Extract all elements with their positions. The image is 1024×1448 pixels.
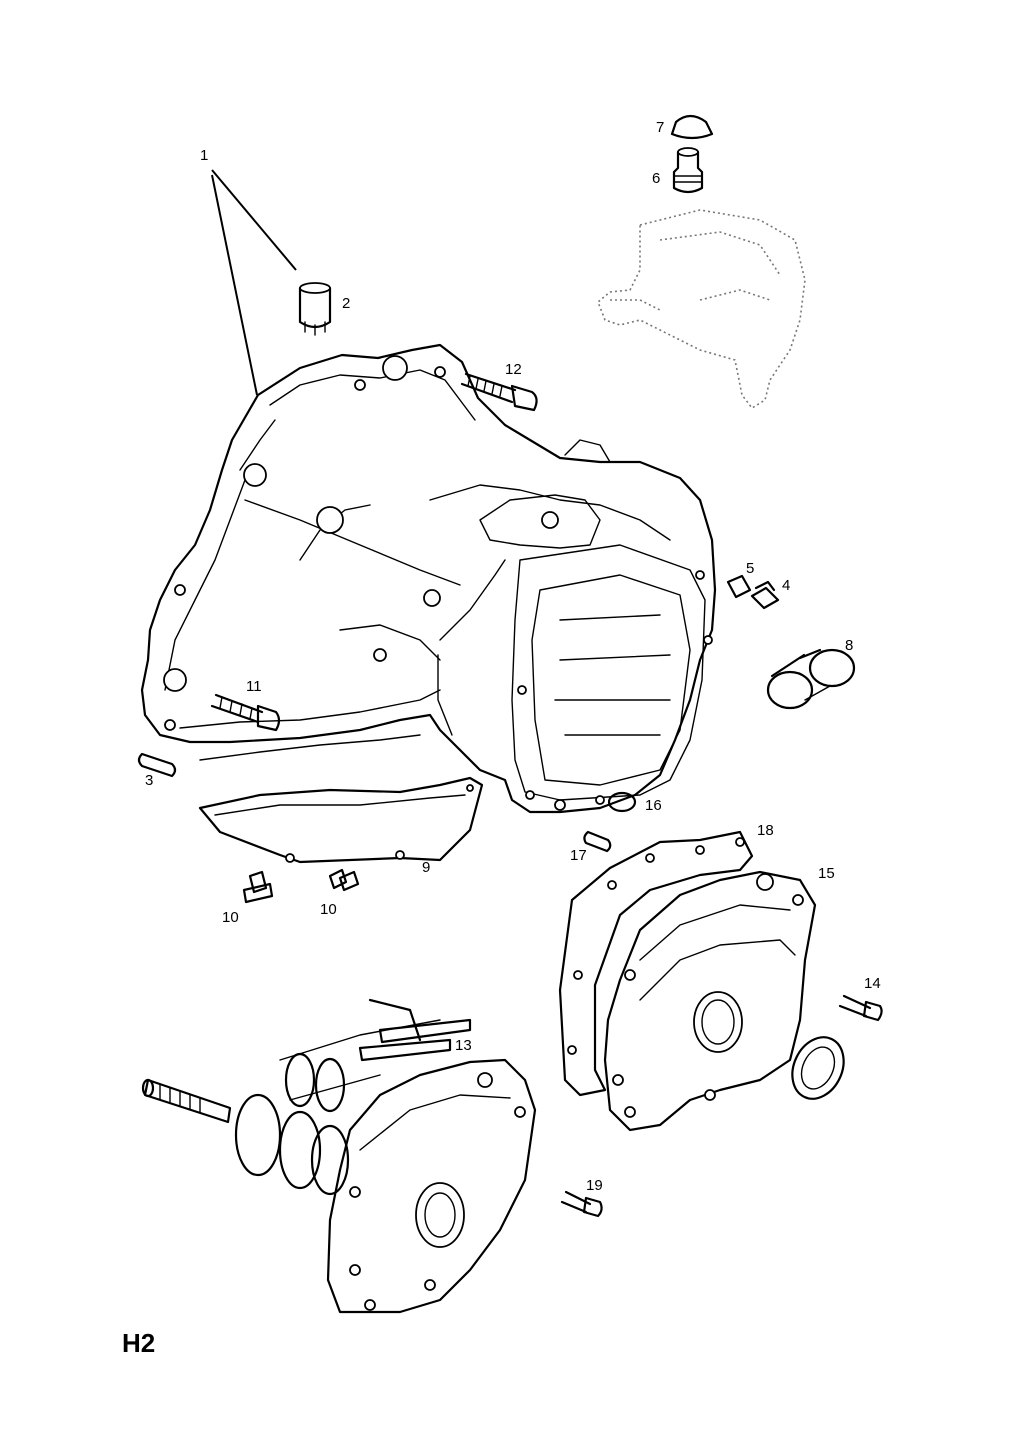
bolt-part-12 <box>460 372 538 412</box>
callout-10-right: 10 <box>320 901 337 918</box>
callout-13: 13 <box>455 1037 472 1054</box>
callout-2: 2 <box>342 295 350 312</box>
callout-18: 18 <box>757 822 774 839</box>
plug-part-16 <box>607 791 637 813</box>
callout-14: 14 <box>864 975 881 992</box>
callout-19: 19 <box>586 1177 603 1194</box>
dowel-pin-part-3 <box>137 752 177 778</box>
callout-5: 5 <box>746 560 754 577</box>
screw-part-14 <box>838 994 883 1022</box>
callout-10-left: 10 <box>222 909 239 926</box>
callout-6: 6 <box>652 170 660 187</box>
callout-15: 15 <box>818 865 835 882</box>
callout-1: 1 <box>200 147 208 164</box>
plug-part-6 <box>672 147 704 194</box>
gear-assembly-part-13 <box>141 998 537 1314</box>
screw-part-19 <box>560 1190 603 1218</box>
bush-part-2 <box>298 282 332 336</box>
callout-7: 7 <box>656 119 664 136</box>
end-cover-part-15 <box>603 870 817 1132</box>
callout-16: 16 <box>645 797 662 814</box>
callout-9: 9 <box>422 859 430 876</box>
callout-8: 8 <box>845 637 853 654</box>
callout-4: 4 <box>782 577 790 594</box>
bolt-part-11 <box>210 693 281 732</box>
gasket-part-18 <box>558 830 754 1097</box>
callout-17: 17 <box>570 847 587 864</box>
callout-11: 11 <box>246 678 262 695</box>
callout-1-leaders <box>211 169 297 396</box>
selector-housing-ghost <box>597 209 806 409</box>
bearing-part-8 <box>766 648 856 710</box>
page-code: H2 <box>122 1328 155 1358</box>
plug-part-4 <box>750 580 780 610</box>
cover-plate-part-9 <box>198 776 484 864</box>
cap-part-7 <box>670 114 714 140</box>
screw-part-10-right <box>328 868 360 892</box>
callout-12: 12 <box>505 361 522 378</box>
screw-part-10-left <box>242 870 274 904</box>
dowel-pin-part-17 <box>583 830 612 853</box>
transmission-housing-part-1 <box>140 343 717 814</box>
callout-3: 3 <box>145 772 153 789</box>
bush-part-5 <box>726 574 752 599</box>
oil-seal <box>791 1036 845 1100</box>
